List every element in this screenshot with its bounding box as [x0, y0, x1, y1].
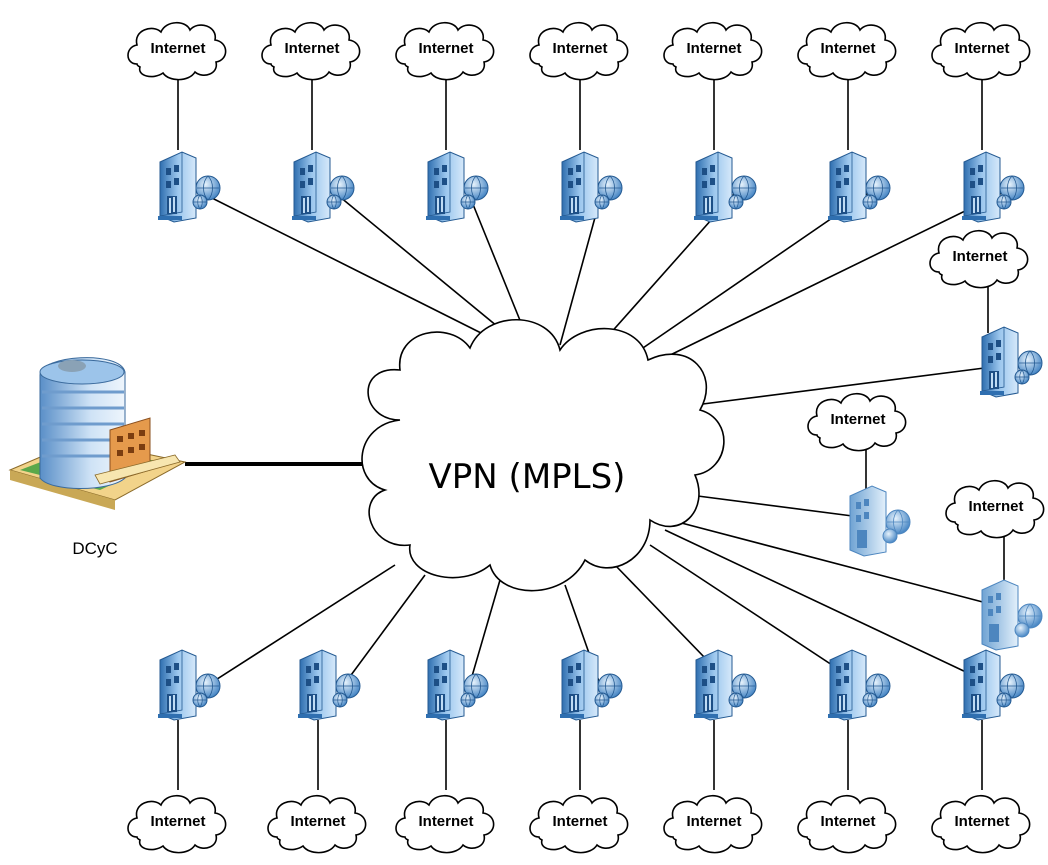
internet-label: Internet: [954, 813, 1009, 830]
branch-server-building-icon: [425, 151, 489, 223]
internet-label: Internet: [686, 40, 741, 57]
branch-server-building-icon: [961, 649, 1025, 721]
internet-label: Internet: [150, 813, 205, 830]
internet-cloud: Internet: [797, 794, 897, 854]
branch-link: [664, 529, 1005, 691]
branch-link: [333, 191, 521, 346]
branch-link: [199, 564, 396, 691]
internet-label: Internet: [820, 813, 875, 830]
headquarters-label: DCyC: [72, 539, 117, 558]
internet-cloud: Internet: [797, 21, 897, 81]
branch-link: [199, 191, 506, 346]
branch-server-building-icon: [425, 649, 489, 721]
branch-server-building-icon: [827, 649, 891, 721]
branch-server-building-icon: [559, 151, 623, 223]
internet-label: Internet: [552, 40, 607, 57]
internet-label: Internet: [418, 813, 473, 830]
branch-link: [659, 191, 1005, 361]
branch-server-building-icon: [849, 485, 911, 557]
internet-cloud: Internet: [807, 392, 907, 452]
internet-cloud: Internet: [529, 21, 629, 81]
internet-label: Internet: [820, 40, 875, 57]
internet-cloud: Internet: [395, 21, 495, 81]
internet-cloud: Internet: [267, 794, 367, 854]
internet-label: Internet: [952, 248, 1007, 265]
branch-server-building-icon: [961, 151, 1025, 223]
branch-server-building-icon: [559, 649, 623, 721]
branch-server-building-icon: [981, 579, 1043, 651]
headquarters: DCyC: [8, 357, 187, 558]
internet-cloud: Internet: [931, 794, 1031, 854]
internet-label: Internet: [284, 40, 339, 57]
branch-link: [339, 574, 426, 691]
internet-cloud: Internet: [395, 794, 495, 854]
internet-label: Internet: [290, 813, 345, 830]
office-building-icon: [8, 357, 187, 510]
branch-server-building-icon: [693, 151, 757, 223]
internet-cloud: Internet: [663, 21, 763, 81]
internet-label: Internet: [418, 40, 473, 57]
internet-cloud: Internet: [529, 794, 629, 854]
internet-label: Internet: [830, 411, 885, 428]
internet-label: Internet: [954, 40, 1009, 57]
internet-label: Internet: [552, 813, 607, 830]
branch-server-building-icon: [157, 649, 221, 721]
internet-cloud: Internet: [931, 21, 1031, 81]
internet-cloud: Internet: [127, 794, 227, 854]
internet-label: Internet: [686, 813, 741, 830]
branch-server-building-icon: [291, 151, 355, 223]
branch-server-building-icon: [157, 151, 221, 223]
branch-server-building-icon: [693, 649, 757, 721]
internet-cloud: Internet: [929, 229, 1029, 289]
internet-cloud: Internet: [663, 794, 763, 854]
branch-server-building-icon: [979, 326, 1043, 398]
branch-link: [669, 519, 999, 607]
internet-cloud: Internet: [945, 479, 1045, 539]
internet-cloud: Internet: [261, 21, 361, 81]
branch-link: [694, 365, 1001, 406]
vpn-mpls-cloud: VPN (MPLS): [361, 319, 725, 592]
internet-label: Internet: [150, 40, 205, 57]
internet-cloud: Internet: [127, 21, 227, 81]
branch-link: [467, 579, 501, 691]
branch-link: [689, 494, 869, 519]
branch-server-building-icon: [827, 151, 891, 223]
vpn-label: VPN (MPLS): [429, 457, 626, 497]
branch-server-building-icon: [297, 649, 361, 721]
internet-label: Internet: [968, 498, 1023, 515]
